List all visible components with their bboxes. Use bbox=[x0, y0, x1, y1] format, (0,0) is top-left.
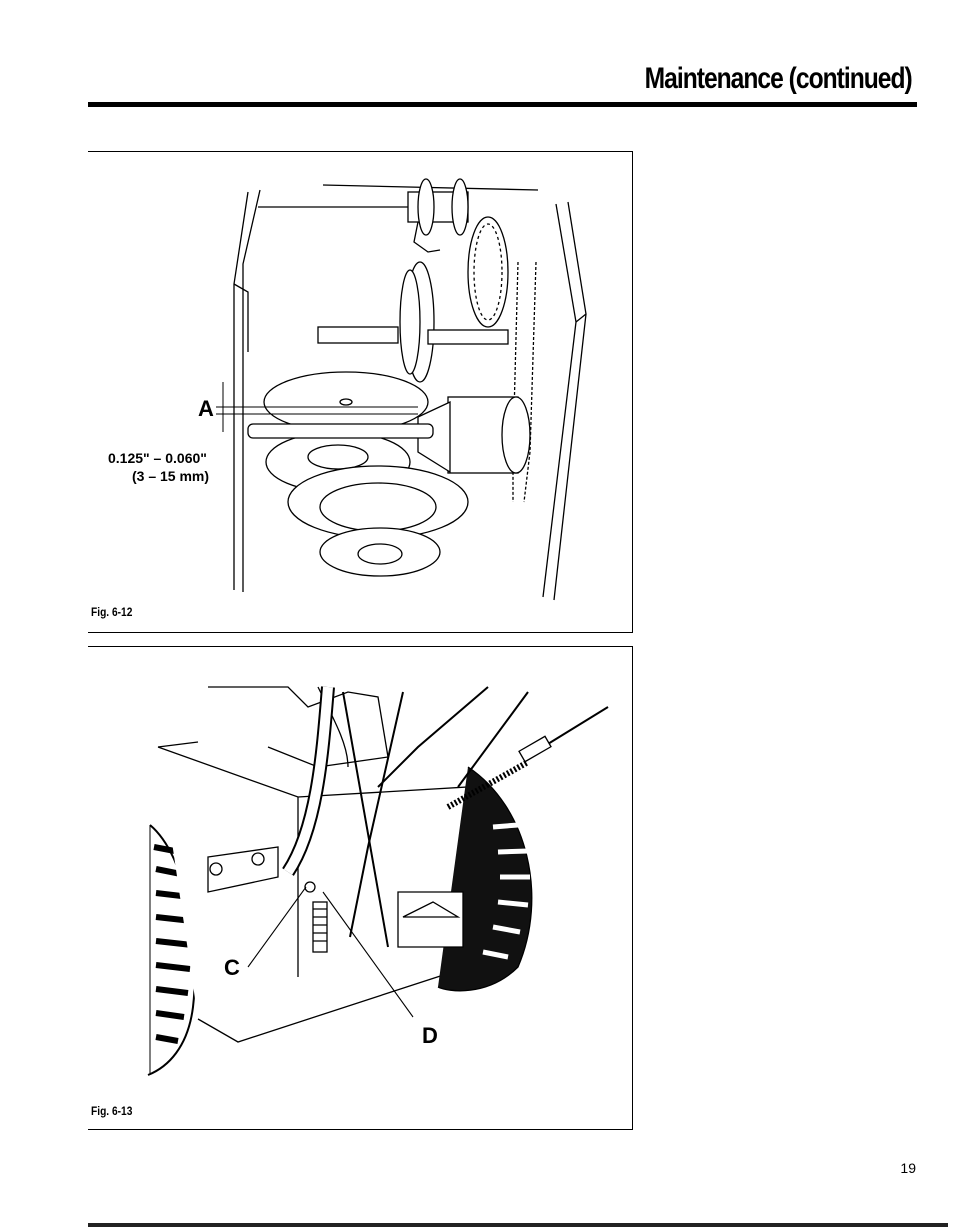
figure-6-13: C D Fig. 6-13 bbox=[88, 646, 633, 1130]
pulley-assembly-illustration bbox=[216, 178, 587, 601]
figure-caption: Fig. 6-13 bbox=[91, 1104, 133, 1118]
clearance-dimension-mm: (3 – 15 mm) bbox=[132, 468, 210, 484]
figure-6-12: A 0.125" – 0.060" (3 – 15 mm) Fig. 6-12 bbox=[88, 151, 633, 633]
callout-a: A bbox=[198, 396, 214, 421]
clearance-dimension-inches: 0.125" – 0.060" bbox=[108, 450, 207, 466]
control-linkage-illustration bbox=[147, 686, 609, 1076]
page-title: Maintenance (continued) bbox=[644, 62, 913, 95]
footer-rule bbox=[88, 1223, 948, 1227]
page-number: 19 bbox=[900, 1160, 916, 1176]
figure-caption: Fig. 6-12 bbox=[91, 605, 133, 619]
callout-c: C bbox=[224, 955, 240, 980]
header-rule bbox=[88, 102, 917, 107]
callout-d: D bbox=[422, 1023, 438, 1048]
